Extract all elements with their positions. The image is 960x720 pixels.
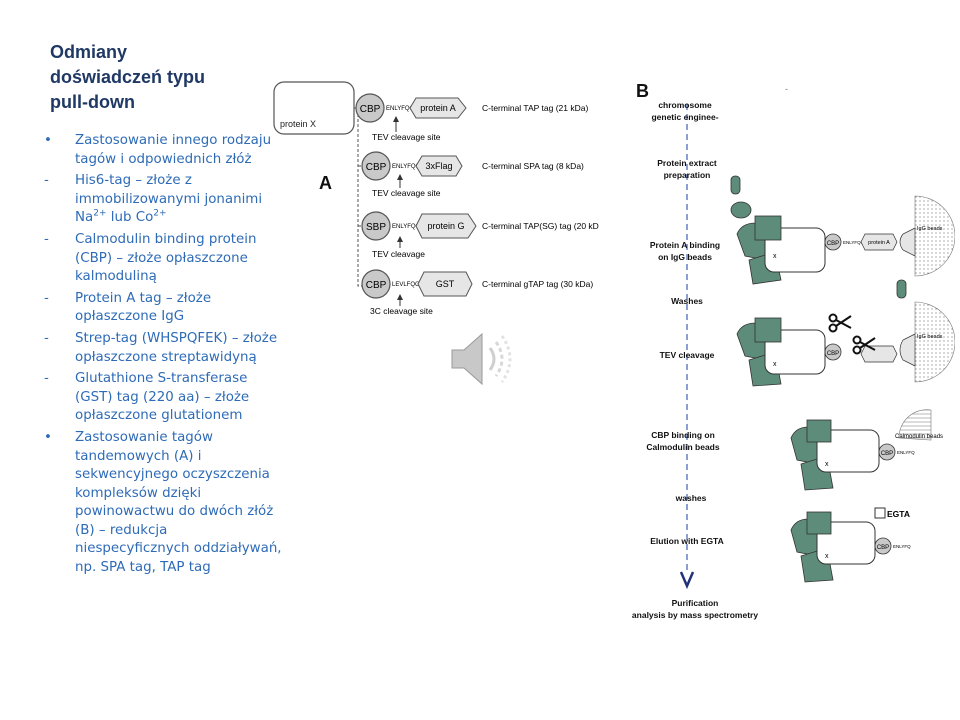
svg-text:EGTA: EGTA: [887, 509, 910, 519]
bullet-text: His6-tag – złoże z immobilizowanymi jona…: [75, 173, 263, 226]
svg-text:TEV cleavage: TEV cleavage: [660, 350, 715, 360]
protein-complex: x CBP IgG beads: [736, 301, 955, 387]
speaker-icon[interactable]: [448, 330, 514, 388]
svg-text:Washes: Washes: [671, 296, 703, 306]
svg-text:Protein A binding: Protein A binding: [650, 240, 720, 250]
svg-text:preparation: preparation: [664, 170, 711, 180]
protein-complex: x CBP ENLYFQ: [790, 511, 911, 583]
bullet-item: -Protein A tag – złoże opłaszczone IgG: [44, 290, 212, 325]
svg-text:washes: washes: [675, 493, 707, 503]
protein-complex: x CBP ENLYFQ Calmodulin beads: [790, 409, 943, 491]
svg-text:chromosome: chromosome: [658, 100, 712, 110]
title-line-3: pull-down: [50, 92, 135, 112]
svg-text:C-terminal SPA tag (8 kDa): C-terminal SPA tag (8 kDa): [482, 161, 584, 171]
svg-text:CBP: CBP: [366, 162, 387, 173]
bullet-item: -Strep-tag (WHSPQFEK) – złoże opłaszczon…: [44, 330, 278, 365]
svg-text:CBP binding on: CBP binding on: [651, 430, 715, 440]
bullet-text: Glutathione S-transferase (GST) tag (220…: [75, 371, 250, 424]
svg-text:ENLYFQG: ENLYFQG: [392, 164, 421, 170]
panel-label-b: B: [636, 81, 649, 101]
svg-text:on IgG beads: on IgG beads: [658, 252, 712, 262]
svg-text:CBP: CBP: [827, 241, 839, 247]
tag-row: CBP ENLYFQG 3xFlag C-terminal SPA tag (8…: [361, 151, 584, 198]
bullet-text: lub Co: [106, 210, 154, 226]
svg-text:CBP: CBP: [827, 351, 839, 357]
bullet-item: -Calmodulin binding protein (CBP) – złoż…: [44, 231, 257, 285]
svg-text:TEV cleavage site: TEV cleavage site: [372, 132, 441, 142]
bullet-item: •Zastosowanie innego rodzaju tagów i odp…: [44, 133, 272, 167]
svg-text:C-terminal gTAP tag (30 kDa): C-terminal gTAP tag (30 kDa): [482, 279, 593, 289]
bullet-text: Zastosowanie tagów tandemowych (A) i sek…: [75, 429, 282, 576]
svg-text:x: x: [825, 461, 829, 468]
svg-text:3xFlag: 3xFlag: [425, 161, 452, 171]
svg-text:LEVLFQGP: LEVLFQGP: [392, 282, 424, 288]
svg-text:Calmodulin beads: Calmodulin beads: [895, 434, 943, 440]
svg-text:x: x: [825, 553, 829, 560]
svg-text:ENLYFQG: ENLYFQG: [392, 224, 421, 230]
bullet-list: •Zastosowanie innego rodzaju tagów i odp…: [44, 132, 284, 581]
panel-label-a: A: [319, 173, 332, 193]
tag-row: CBP ENLYFQG protein A C-terminal TAP tag…: [355, 93, 588, 142]
diagram-b: - chromosome genetic enginee- Protein ex…: [632, 84, 955, 620]
svg-text:ENLYFQ: ENLYFQ: [893, 544, 911, 549]
bullet-text: Strep-tag (WHSPQFEK) – złoże opłaszczone…: [75, 330, 278, 365]
tag-row: SBP ENLYFQG protein G C-terminal TAP(SG)…: [361, 211, 599, 259]
svg-text:IgG beads: IgG beads: [917, 226, 943, 232]
bullet-item: -His6-tag – złoże z immobilizowanymi jon…: [44, 173, 263, 226]
bullet-item: •Zastosowanie tagów tandemowych (A) i se…: [44, 429, 282, 576]
bullet-item: -Glutathione S-transferase (GST) tag (22…: [44, 371, 250, 424]
diagram-a: protein X CBP ENLYFQG protein A C-termin…: [273, 81, 599, 316]
svg-text:analysis by mass spectrometry: analysis by mass spectrometry: [632, 610, 758, 620]
step-labels: chromosome genetic enginee- Protein extr…: [632, 100, 758, 620]
svg-text:ENLYFQG: ENLYFQG: [386, 106, 415, 112]
superscript: 2+: [93, 208, 107, 219]
svg-text:ENLYFQG: ENLYFQG: [843, 240, 865, 245]
protein-complex: x CBP ENLYFQG protein A IgG beads: [736, 195, 955, 285]
title-line-1: Odmiany: [50, 42, 128, 62]
arrow-head-icon: [679, 571, 695, 590]
svg-text:CBP: CBP: [360, 104, 381, 115]
protein-x-label: protein X: [280, 119, 316, 129]
svg-text:GST: GST: [436, 279, 455, 289]
svg-text:TEV cleavage: TEV cleavage: [372, 249, 425, 259]
slide-title: Odmiany doświadczeń typu pull-down: [50, 40, 290, 115]
svg-text:IgG beads: IgG beads: [917, 334, 943, 340]
bullet-text: Protein A tag – złoże opłaszczone IgG: [75, 290, 212, 325]
bullet-text: Calmodulin binding protein (CBP) – złoże…: [75, 231, 257, 285]
title-line-2: doświadczeń typu: [50, 67, 206, 87]
svg-text:CBP: CBP: [881, 451, 893, 457]
dash-mark: -: [785, 84, 788, 94]
svg-text:CBP: CBP: [366, 280, 387, 291]
svg-text:CBP: CBP: [877, 545, 889, 551]
tag-row: CBP LEVLFQGP GST C-terminal gTAP tag (30…: [361, 269, 593, 316]
svg-text:Protein extract: Protein extract: [657, 158, 717, 168]
svg-text:SBP: SBP: [366, 222, 386, 233]
svg-text:genetic enginee-: genetic enginee-: [651, 112, 718, 122]
svg-text:x: x: [773, 361, 777, 368]
svg-text:x: x: [773, 253, 777, 260]
svg-text:protein A: protein A: [868, 240, 890, 246]
scissors-icon: [852, 335, 876, 355]
svg-text:TEV cleavage site: TEV cleavage site: [372, 188, 441, 198]
svg-text:Calmodulin beads: Calmodulin beads: [646, 442, 719, 452]
superscript: 2+: [153, 208, 167, 219]
svg-text:3C cleavage site: 3C cleavage site: [370, 306, 433, 316]
svg-text:C-terminal TAP tag (21 kDa): C-terminal TAP tag (21 kDa): [482, 103, 588, 113]
bullet-text: Zastosowanie innego rodzaju tagów i odpo…: [75, 133, 272, 167]
svg-text:Elution with EGTA: Elution with EGTA: [650, 536, 724, 546]
svg-text:ENLYFQ: ENLYFQ: [897, 450, 915, 455]
egta-icon: [874, 507, 886, 519]
svg-text:protein G: protein G: [427, 221, 464, 231]
svg-text:protein A: protein A: [420, 103, 456, 113]
svg-text:Purification: Purification: [672, 598, 719, 608]
svg-text:C-terminal TAP(SG) tag (20 kD: C-terminal TAP(SG) tag (20 kD: [482, 221, 599, 231]
scissors-icon: [828, 313, 852, 333]
